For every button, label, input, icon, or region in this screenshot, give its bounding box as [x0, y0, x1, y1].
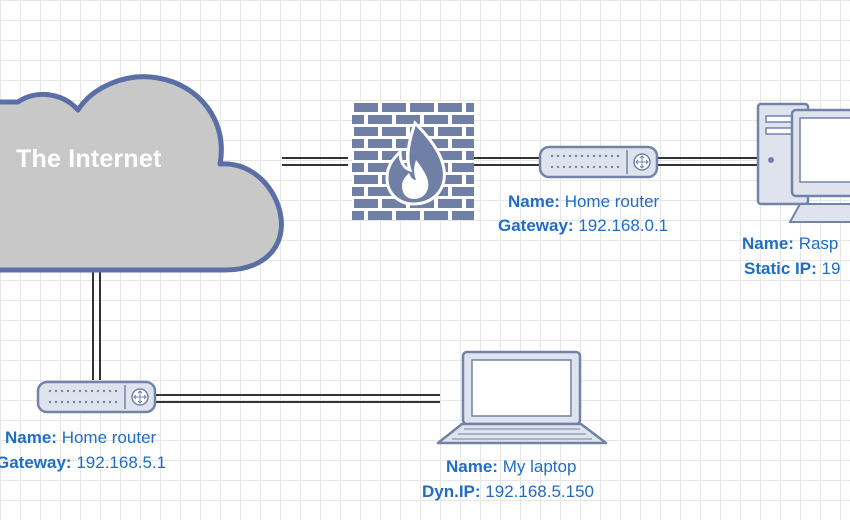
dyn-ip-value: 192.168.5.150 [485, 482, 595, 501]
home-router-top-gateway: Gateway: 192.168.0.1 [498, 214, 668, 238]
home-router-top-icon [538, 145, 659, 179]
static-ip-value: 19 [821, 259, 841, 278]
name-value: Home router [564, 192, 660, 211]
name-key: Name: [508, 192, 560, 211]
home-router-bottom-icon [36, 380, 157, 414]
home-router-top-name: Name: Home router [508, 190, 659, 214]
internet-cloud-icon [0, 74, 284, 273]
laptop-name: Name: My laptop [446, 455, 576, 479]
name-value: Home router [61, 428, 157, 447]
link-cloud-router-bottom [92, 272, 101, 380]
link-router-raspberry [656, 157, 760, 166]
gateway-key: Gateway: [498, 216, 574, 235]
gateway-value: 192.168.0.1 [578, 216, 669, 235]
home-router-bottom-gateway: Gateway: 192.168.5.1 [0, 451, 166, 475]
raspberry-name: Name: Rasp [742, 232, 838, 256]
link-cloud-firewall [282, 157, 348, 166]
gateway-key: Gateway: [0, 453, 72, 472]
name-key: Name: [5, 428, 57, 447]
name-key: Name: [446, 457, 498, 476]
static-ip-key: Static IP: [744, 259, 817, 278]
raspberry-static-ip: Static IP: 19 [744, 257, 840, 281]
gateway-value: 192.168.5.1 [76, 453, 167, 472]
link-firewall-router [474, 157, 540, 166]
laptop-icon [436, 350, 608, 445]
link-router-laptop [156, 394, 440, 403]
dyn-ip-key: Dyn.IP: [422, 482, 481, 501]
firewall-icon [352, 102, 474, 220]
name-value: Rasp [798, 234, 839, 253]
name-key: Name: [742, 234, 794, 253]
home-router-bottom-name: Name: Home router [5, 426, 156, 450]
internet-cloud-label: The Internet [16, 145, 162, 173]
laptop-dyn-ip: Dyn.IP: 192.168.5.150 [422, 480, 594, 504]
desktop-computer-icon [756, 102, 850, 223]
name-value: My laptop [502, 457, 577, 476]
